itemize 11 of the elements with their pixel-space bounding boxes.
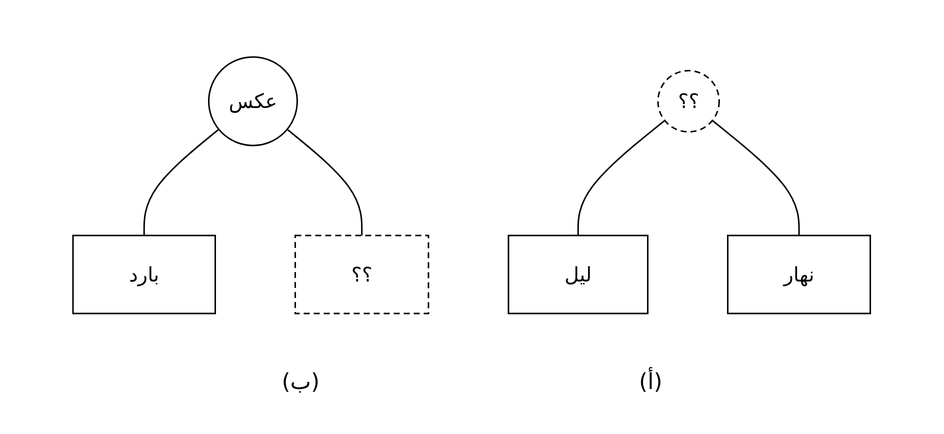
- node-box: ؟؟: [294, 234, 430, 314]
- node-box: نهار: [727, 234, 872, 314]
- node-box: بارد: [72, 234, 216, 314]
- connector: [287, 128, 363, 236]
- node-circle: عكس: [208, 56, 298, 146]
- connector: [578, 120, 666, 236]
- node-box: ليل: [508, 234, 649, 314]
- connector: [712, 120, 800, 236]
- panel-caption: (ب): [282, 370, 320, 395]
- node-circle: ؟؟: [658, 70, 720, 132]
- connector: [144, 128, 220, 236]
